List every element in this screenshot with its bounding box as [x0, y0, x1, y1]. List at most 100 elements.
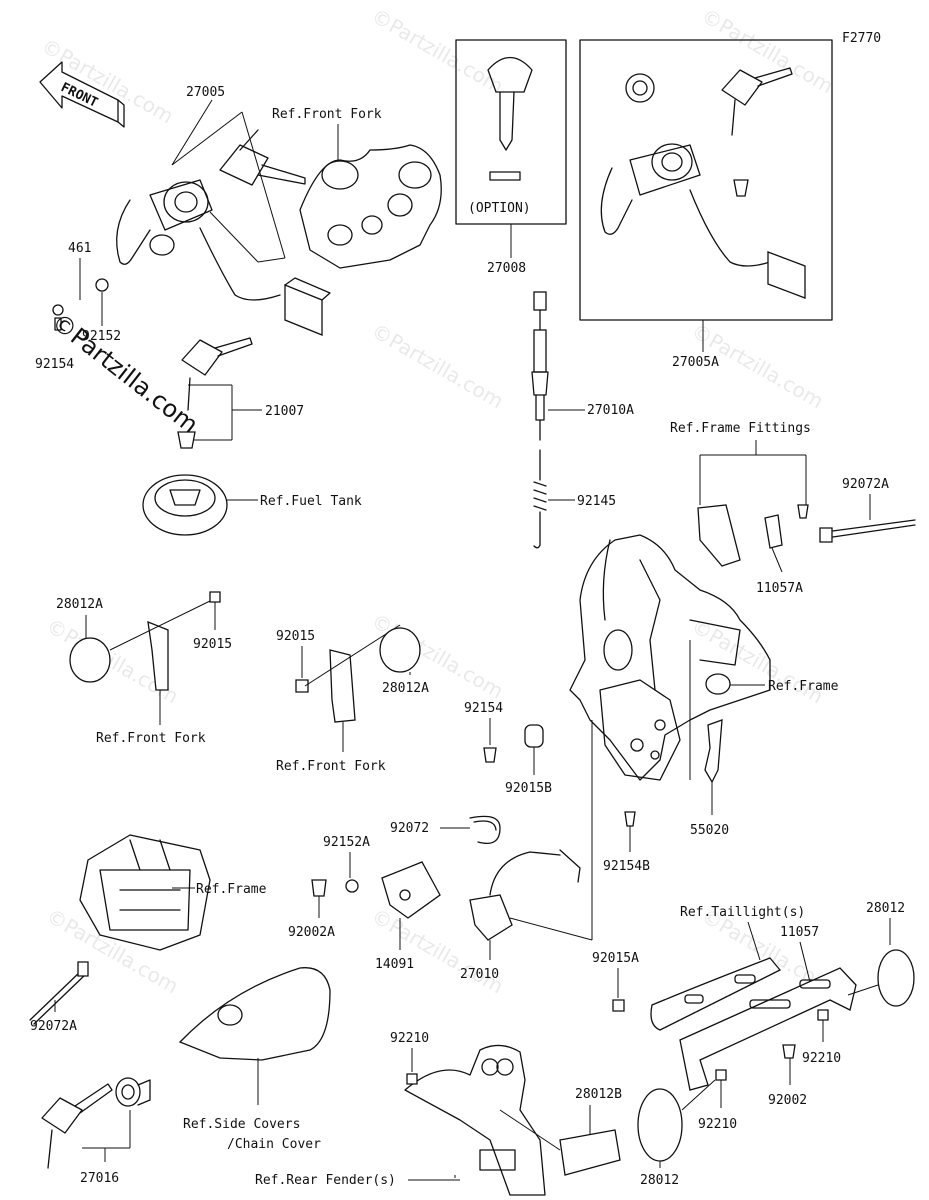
part-92154B: 92154B: [603, 859, 650, 874]
cable-tie-92072A-top: [819, 519, 916, 543]
main-frame: [569, 534, 771, 781]
fuel-cap-screw: [177, 431, 196, 449]
part-21007: 21007: [265, 404, 304, 419]
part-92145: 92145: [577, 494, 616, 509]
ref-frame-fittings: Ref.Frame Fittings: [670, 421, 811, 436]
part-92072: 92072: [390, 821, 429, 836]
ref-frame-right: Ref.Frame: [768, 679, 839, 694]
side-cover: [178, 967, 331, 1061]
part-92154: 92154: [35, 357, 74, 372]
ref-side-covers: Ref.Side Covers: [183, 1117, 300, 1132]
nut-92015-mid: [295, 679, 309, 693]
ref-front-fork-mid: Ref.Front Fork: [276, 759, 386, 774]
frame-fitting-bracket: [697, 504, 741, 567]
bracket-11057A: [764, 514, 783, 549]
part-92015B: 92015B: [505, 781, 552, 796]
fuel-cap-key-icon: [181, 337, 253, 411]
nut-92210-a: [406, 1073, 418, 1085]
bolt-92154B: [624, 811, 636, 827]
ignition-set-box: [579, 39, 833, 321]
ref-taillight: Ref.Taillight(s): [680, 905, 805, 920]
fork-bracket-mid: [329, 649, 356, 723]
watermark: ©Partzilla.com: [38, 34, 178, 129]
part-92002A: 92002A: [288, 925, 335, 940]
ref-chain-cover: /Chain Cover: [227, 1137, 321, 1152]
brand-logo-text: ©Partzilla.com: [46, 308, 203, 439]
part-92210-b: 92210: [802, 1051, 841, 1066]
reflector-28012-bottom: [637, 1088, 683, 1162]
part-11057: 11057: [780, 925, 819, 940]
nut-92015A: [612, 999, 625, 1012]
part-55020: 55020: [690, 823, 729, 838]
bolt-92154: [483, 747, 497, 763]
option-label: (OPTION): [468, 201, 531, 216]
side-cover-lock-hole: [217, 1004, 243, 1026]
part-92152: 92152: [82, 329, 121, 344]
partzilla-logo: ©Partzilla.com: [46, 308, 203, 439]
reflector-28012A-left: [69, 637, 111, 683]
nut-92210-c: [715, 1069, 727, 1081]
seat-lock-key-icon: [41, 1083, 113, 1169]
part-14091: 14091: [375, 957, 414, 972]
ref-rear-fender: Ref.Rear Fender(s): [255, 1173, 396, 1188]
nut-92210-b: [817, 1009, 829, 1021]
part-27016: 27016: [80, 1171, 119, 1186]
part-92015-left: 92015: [193, 637, 232, 652]
bolt-small: [797, 504, 809, 519]
part-461: 461: [68, 241, 91, 256]
part-28012-top: 28012: [866, 901, 905, 916]
washer-461: [95, 278, 109, 292]
part-28012A-mid: 28012A: [382, 681, 429, 696]
key-set-icon: [721, 67, 793, 136]
seat-lock-icon: [115, 1077, 151, 1107]
watermark: ©Partzilla.com: [698, 4, 838, 99]
spring-92145: [533, 449, 547, 549]
left-frame-section: [79, 834, 211, 951]
neutral-switch-sensor: [531, 291, 549, 441]
part-28012A-left: 28012A: [56, 597, 103, 612]
bracket-55020: [704, 719, 723, 784]
cable-tie-92072A-bottom: [29, 961, 89, 1025]
nut-92015-left: [209, 591, 221, 603]
fork-bracket-left: [147, 620, 169, 691]
part-92015-mid: 92015: [276, 629, 315, 644]
bracket-11057: [679, 967, 857, 1091]
part-28012-bottom: 28012: [640, 1173, 679, 1188]
ref-fuel-tank: Ref.Fuel Tank: [260, 494, 362, 509]
ref-frame-left: Ref.Frame: [196, 882, 267, 897]
washer-92152A: [345, 879, 359, 893]
watermark: ©Partzilla.com: [43, 904, 183, 999]
part-28012B: 28012B: [575, 1087, 622, 1102]
reflector-28012-top: [877, 949, 915, 1007]
taillight-bracket-upper: [650, 957, 782, 1031]
part-27005A: 27005A: [672, 355, 719, 370]
ignition-switch-assembly: [116, 179, 331, 336]
part-27008: 27008: [487, 261, 526, 276]
blank-key-icon: [487, 56, 533, 181]
part-11057A: 11057A: [756, 581, 803, 596]
part-92152A: 92152A: [323, 835, 370, 850]
part-92210-c: 92210: [698, 1117, 737, 1132]
part-92072A-top: 92072A: [842, 477, 889, 492]
ignition-key-icon: [219, 129, 306, 186]
watermark: ©Partzilla.com: [368, 4, 508, 99]
part-27010: 27010: [460, 967, 499, 982]
bolt-92002: [782, 1044, 796, 1059]
side-stand-switch-27010: [469, 849, 581, 941]
lock-cylinder-icon: [625, 73, 655, 103]
part-92154-mid: 92154: [464, 701, 503, 716]
bracket-14091: [381, 861, 441, 919]
part-92015A: 92015A: [592, 951, 639, 966]
fuel-tank-cap: [142, 474, 228, 536]
cable-clip-92072: [469, 815, 501, 845]
bolt-92002A: [311, 879, 327, 897]
watermark: ©Partzilla.com: [368, 319, 508, 414]
ref-front-fork-left: Ref.Front Fork: [96, 731, 206, 746]
part-92072A-bottom: 92072A: [30, 1019, 77, 1034]
rear-fender: [404, 1044, 546, 1196]
reflector-28012A-mid: [379, 627, 421, 673]
part-92210-a: 92210: [390, 1031, 429, 1046]
part-27010A: 27010A: [587, 403, 634, 418]
ignition-switch-assembly-A: [600, 143, 806, 299]
